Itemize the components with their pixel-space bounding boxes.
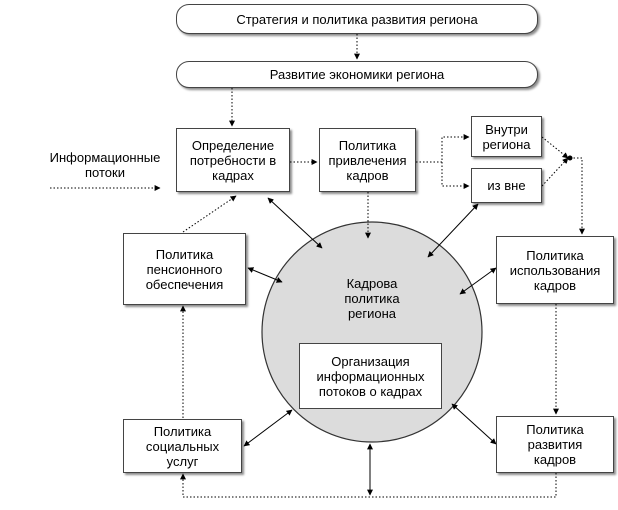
economy-pill: Развитие экономики региона [176, 61, 538, 88]
link-pension-circle [247, 267, 283, 283]
connector-attraction-split [416, 134, 470, 163]
attraction-box: Политика привлечения кадров [319, 128, 416, 192]
info-flows-label: Информационные потоки [49, 150, 161, 180]
pension-box: Политика пенсионного обеспечения [123, 233, 246, 305]
outside-box: из вне [471, 168, 542, 203]
connector-attraction-outside [441, 162, 470, 189]
org-info-box: Организация информационных потоков о кад… [299, 343, 442, 409]
connector-merge-to-usage [570, 157, 585, 235]
merge-point [567, 155, 573, 161]
link-determination-circle [267, 197, 323, 249]
inside-region-box: Внутри региона [471, 116, 542, 157]
connector-outside-merge [541, 157, 569, 187]
link-usage-circle [459, 267, 497, 295]
development-box: Политика развития кадров [496, 416, 614, 473]
determination-box: Определение потребности в кадрах [176, 128, 290, 192]
social-box: Политика социальных услуг [123, 419, 242, 473]
usage-box: Политика использования кадров [496, 236, 614, 304]
central-circle [261, 221, 483, 443]
connector-bottom-loop [180, 473, 557, 498]
link-development-circle [451, 403, 497, 445]
circle-title: Кадрова политика региона [344, 275, 400, 321]
strategy-pill: Стратегия и политика развития региона [176, 4, 538, 34]
link-social-circle [243, 409, 293, 447]
link-outside-circle [427, 203, 479, 258]
connector-inside-merge [541, 136, 569, 159]
connector-pension-to-determination [182, 195, 237, 233]
